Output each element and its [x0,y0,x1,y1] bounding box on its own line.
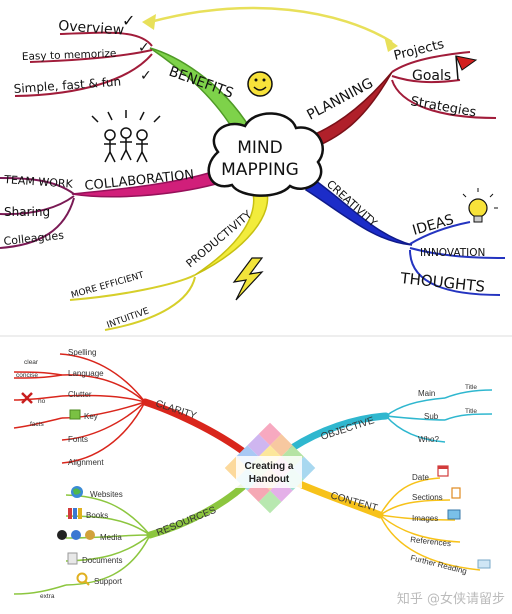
objective-item-who: Who? [418,435,439,444]
flag-icon [455,55,478,81]
lightning-icon [232,257,264,301]
resources-item-websites: Websites [90,490,123,499]
people-icon [91,110,161,163]
planning-line-goals [391,75,461,84]
planning-branch [298,71,393,151]
check-overview: ✓ [122,11,135,30]
arrowhead-right [384,36,398,52]
planning-line-projects [391,51,471,73]
clarity-item-key: Key [84,412,98,421]
collab-item-colleagues: Colleagues [3,229,65,248]
planning-line-strategies [391,79,497,119]
check-memorize: ✓ [138,40,150,56]
center-cloud [207,112,324,197]
content-item-images: Images [412,514,438,523]
objective-item-sub: Sub [424,412,439,421]
resources-label: RESOURCES [155,505,218,539]
clarity-label: CLARITY [154,398,198,422]
objective-sub-title-1: Title [465,384,477,391]
calendar-icon [437,465,449,477]
smiley-icon [247,71,273,97]
collab-item-sharing: Sharing [4,205,50,219]
document-icon [67,552,78,565]
clarity-item-spelling: Spelling [68,348,96,357]
arrowhead-left [142,14,156,30]
productivity-line-intuitive [104,276,196,331]
content-item-references: References [410,535,452,548]
page-icon [451,487,461,499]
clarity-item-alignment: Alignment [68,458,104,467]
objective-lines [385,389,493,443]
collab-line-sharing [0,195,75,216]
resources-item-books: Books [86,511,108,520]
clarity-branch [141,398,252,459]
key-icon [69,409,81,420]
content-item-sections: Sections [412,493,443,502]
mind-map-2: CLARITY Spelling Language Clutter Key Fo… [13,348,493,600]
check-simple: ✓ [140,68,152,84]
lightbulb-icon [462,188,498,223]
creativity-branch [305,176,413,246]
resources-item-documents: Documents [82,556,122,565]
center-label-line1: MIND [237,138,283,158]
creativity-line-innovation [409,247,506,259]
clarity-item-clutter: Clutter [68,390,92,399]
globe-icon [71,486,83,498]
creativity-item-innovation: INNOVATION [420,247,485,259]
resources-item-support: Support [94,577,123,586]
productivity-line-efficient [69,274,196,301]
center-label-line2: MAPPING [221,160,299,180]
resources-item-media: Media [100,533,122,542]
objective-sub-title-2: Title [465,408,477,415]
search-icon [76,572,90,586]
content-lines [379,477,481,571]
collab-line-teamwork [0,177,75,195]
collaboration-branch [71,171,217,198]
collab-line-colleagues [0,197,75,249]
content-label: CONTENT [329,490,379,514]
benefits-line-memorize [29,49,153,63]
planning-item-strategies: Strategies [409,94,477,120]
benefits-line-simple [14,53,153,97]
content-item-date: Date [412,473,429,482]
clarity-sub-clear: clear [24,359,39,366]
clarity-sub-concise: concise [16,372,38,379]
benefits-item-simple: Simple, fast & fun [13,75,121,96]
collab-item-teamwork: TEAM WORK [3,173,74,191]
clarity-sub-facts: facts [30,421,44,428]
benefits-item-memorize: Easy to memorize [22,48,117,63]
benefits-branch [149,47,251,140]
creativity-item-thoughts: THOUGHTS [399,269,486,296]
creativity-line-thoughts [409,249,501,296]
cross-icon [21,392,33,404]
objective-item-main: Main [418,389,435,398]
benefits-line-overview [59,31,153,47]
book-icon [477,559,491,569]
benefits-label: BENEFITS [167,64,236,102]
objective-branch [288,412,390,452]
content-branch [291,478,384,519]
handout-center-line1: Creating a [245,461,294,472]
center-label-box [236,456,302,488]
content-item-further-reading: Further Reading [410,553,468,576]
planning-item-goals: Goals [412,68,451,84]
handout-center-line2: Handout [249,474,290,485]
mind-map-1: MIND MAPPING BENEFITS PLANNING COLLABORA… [0,6,506,331]
productivity-item-intuitive: INTUITIVE [106,306,151,331]
media-icons [57,530,95,540]
clarity-lines [13,353,146,464]
clarity-item-language: Language [68,369,104,378]
image-icon [447,509,461,520]
books-icon [68,508,82,519]
arrow-overview-to-projects [149,6,393,44]
creativity-line-ideas [409,221,471,245]
clarity-item-fonts: Fonts [68,435,88,444]
resources-sub-extra: extra [40,593,55,600]
watermark: 知乎 @女侠请留步 [397,591,505,607]
clarity-sub-no: no [38,398,46,405]
creativity-item-ideas: IDEAS [411,212,456,239]
benefits-item-overview: Overview [58,18,125,39]
